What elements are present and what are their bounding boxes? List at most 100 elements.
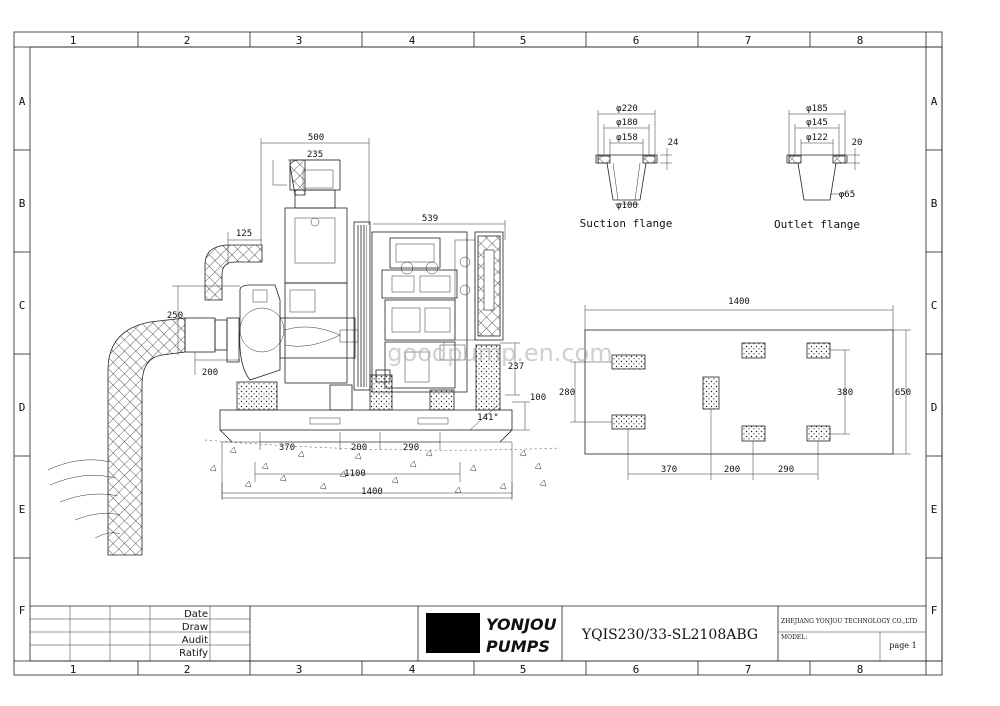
suction-flange-label: Suction flange: [580, 217, 673, 230]
anchor-pad: [806, 342, 831, 359]
model-label: MODEL:: [781, 634, 807, 641]
logo-block: [426, 613, 480, 653]
sign-row-date: Date: [184, 609, 208, 620]
dimension-lines: 500 235 539 125 250 200: [167, 133, 546, 500]
sign-row-audit: Audit: [182, 635, 208, 646]
row-label-right: F: [931, 604, 938, 617]
suction-d220: φ220: [616, 104, 638, 114]
row-label-left: E: [19, 503, 26, 516]
brand-name-line2: PUMPS: [486, 637, 550, 656]
outlet-d185: φ185: [806, 104, 828, 114]
row-label-right: A: [931, 95, 938, 108]
anchor-pad: [702, 376, 720, 410]
plan-dim-280: 280: [559, 388, 575, 398]
row-label-right: E: [931, 503, 938, 516]
dim-200: 200: [351, 443, 367, 453]
col-label-top: 4: [409, 34, 416, 47]
suction-hose: [107, 317, 186, 556]
dim-141-angle: 141°: [477, 413, 499, 423]
dim-237: 237: [508, 362, 524, 372]
column-labels: 1 2 3 4 5 6 7 8 1 2 3 4 5 6 7 8: [70, 34, 864, 676]
col-label-bottom: 6: [633, 663, 640, 676]
col-label-top: 7: [745, 34, 752, 47]
vacuum-tank: [284, 207, 348, 284]
row-label-left: B: [19, 197, 26, 210]
foundation-plan-view: 1400 280 380 650 370 200 290: [559, 297, 911, 480]
outlet-d65: φ65: [839, 190, 855, 200]
radiator: [474, 231, 504, 341]
col-label-top: 5: [520, 34, 527, 47]
belt-guard: [353, 221, 371, 391]
outlet-thickness: 20: [852, 138, 863, 148]
anchor-pad: [741, 342, 766, 359]
dim-1100: 1100: [344, 469, 366, 479]
title-block: Date Draw Audit Ratify YONJOU PUMPS YQIS…: [30, 605, 926, 661]
col-label-bottom: 8: [857, 663, 864, 676]
row-label-left: D: [19, 401, 26, 414]
company-name: ZHEJIANG YONJOU TECHNOLOGY CO.,LTD: [781, 618, 918, 625]
suction-flange-detail: φ220 φ180 φ158 24 φ100 Suction flange: [580, 104, 679, 230]
model-number: YQIS230/33-SL2108ABG: [581, 627, 758, 643]
plan-dim-370: 370: [661, 465, 677, 475]
row-label-left: C: [19, 299, 26, 312]
dim-370: 370: [279, 443, 295, 453]
suction-d100: φ100: [616, 201, 638, 211]
base-frame: [219, 409, 513, 431]
col-label-bottom: 7: [745, 663, 752, 676]
priming-hose: [204, 244, 263, 301]
outer-frame: [13, 31, 943, 676]
col-label-top: 3: [296, 34, 303, 47]
plan-dim-380: 380: [837, 388, 853, 398]
watermark: goodpump.en.com: [387, 339, 612, 367]
dim-290: 290: [403, 443, 419, 453]
plan-dim-290: 290: [778, 465, 794, 475]
row-label-right: B: [931, 197, 938, 210]
row-labels: A B C D E F A B C D E F: [19, 95, 938, 617]
outlet-d122: φ122: [806, 133, 828, 143]
suction-thickness: 24: [668, 138, 679, 148]
row-label-right: C: [931, 299, 938, 312]
row-label-right: D: [931, 401, 938, 414]
col-label-bottom: 5: [520, 663, 527, 676]
plan-dim-650: 650: [895, 388, 911, 398]
plan-dim-1400: 1400: [728, 297, 750, 307]
dim-100: 100: [530, 393, 546, 403]
pump-volute: [239, 284, 281, 381]
sign-row-ratify: Ratify: [179, 648, 208, 659]
outlet-d145: φ145: [806, 118, 828, 128]
col-label-top: 6: [633, 34, 640, 47]
sign-row-draw: Draw: [182, 622, 208, 633]
plan-outline: [584, 329, 894, 455]
anchor-pad: [806, 425, 831, 442]
suction-d180: φ180: [616, 118, 638, 128]
anchor-pad: [611, 354, 646, 370]
row-label-left: A: [19, 95, 26, 108]
outlet-flange-detail: φ185 φ145 φ122 20 φ65 Outlet flange: [774, 104, 862, 231]
dim-539: 539: [422, 214, 438, 224]
row-label-left: F: [19, 604, 26, 617]
dim-500: 500: [308, 133, 324, 143]
plan-dim-200: 200: [724, 465, 740, 475]
suction-d158: φ158: [616, 133, 638, 143]
dim-125: 125: [236, 229, 252, 239]
dim-250: 250: [167, 311, 183, 321]
page-number: page 1: [889, 641, 916, 650]
dim-1400: 1400: [361, 487, 383, 497]
foundation-aggregate: [209, 446, 547, 494]
brand-name-line1: YONJOU: [486, 615, 557, 634]
outlet-flange-label: Outlet flange: [774, 218, 860, 231]
col-label-bottom: 1: [70, 663, 77, 676]
anchor-pad: [741, 425, 766, 442]
support-blocks: [236, 344, 501, 411]
pump-elevation-view: 500 235 539 125 250 200: [47, 133, 561, 556]
suction-pipe: [184, 317, 216, 353]
col-label-top: 8: [857, 34, 864, 47]
col-label-top: 1: [70, 34, 77, 47]
col-label-top: 2: [184, 34, 191, 47]
dim-200-left: 200: [202, 368, 218, 378]
col-label-bottom: 3: [296, 663, 303, 676]
col-label-bottom: 2: [184, 663, 191, 676]
anchor-pad: [611, 414, 646, 430]
dim-235: 235: [307, 150, 323, 160]
